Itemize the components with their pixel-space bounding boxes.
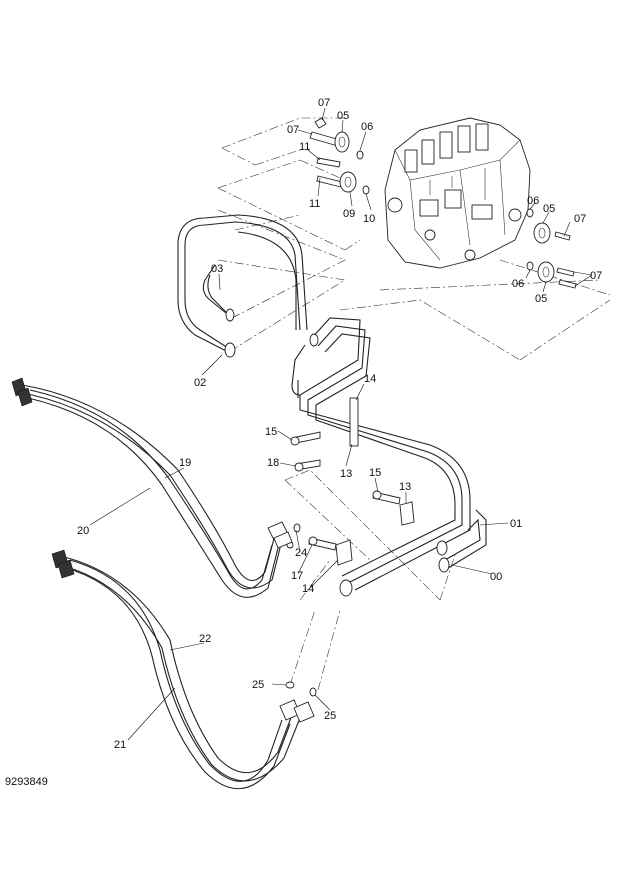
callout-10: 10 — [363, 213, 375, 225]
callout-14: 14 — [364, 373, 376, 385]
callout-07: 07 — [318, 97, 330, 109]
callout-07: 07 — [287, 124, 299, 136]
callout-15: 15 — [265, 426, 277, 438]
callout-07: 07 — [574, 213, 586, 225]
hoses-21-22 — [51, 549, 315, 790]
flange-group-right — [526, 208, 577, 289]
callout-19: 19 — [179, 457, 191, 469]
callout-03: 03 — [211, 263, 223, 275]
callout-11: 11 — [309, 198, 320, 210]
callout-02: 02 — [194, 377, 206, 389]
callout-17: 17 — [291, 570, 303, 582]
callout-20: 20 — [77, 525, 89, 537]
callout-00: 00 — [490, 571, 502, 583]
callout-06: 06 — [361, 121, 373, 133]
callout-18: 18 — [267, 457, 279, 469]
callout-06: 06 — [527, 195, 539, 207]
callout-21: 21 — [114, 739, 126, 751]
pipe-bundle-01-00 — [291, 317, 487, 597]
callout-15: 15 — [369, 467, 381, 479]
callout-25: 25 — [252, 679, 264, 691]
callout-05: 05 — [337, 110, 349, 122]
clamp-hardware — [285, 397, 415, 697]
figure-number: 9293849 — [5, 776, 48, 788]
callout-11: 11 — [299, 141, 310, 153]
callout-24: 24 — [295, 547, 307, 559]
assembly-guides — [217, 117, 611, 691]
leader-lines — [89, 107, 593, 741]
callout-labels: 07 05 07 06 11 11 09 10 06 05 07 07 06 0… — [77, 97, 602, 751]
callout-05: 05 — [535, 293, 547, 305]
control-valve — [384, 117, 531, 269]
callout-13: 13 — [340, 468, 352, 480]
callout-01: 01 — [510, 518, 522, 530]
callout-07: 07 — [590, 270, 602, 282]
callout-22: 22 — [199, 633, 211, 645]
callout-06: 06 — [512, 278, 524, 290]
hoses-19-20 — [11, 377, 293, 598]
callout-13: 13 — [399, 481, 411, 493]
callout-09: 09 — [343, 208, 355, 220]
callout-25: 25 — [324, 710, 336, 722]
callout-14: 14 — [302, 583, 314, 595]
pipe-02-03 — [177, 214, 308, 358]
callout-05: 05 — [543, 203, 555, 215]
